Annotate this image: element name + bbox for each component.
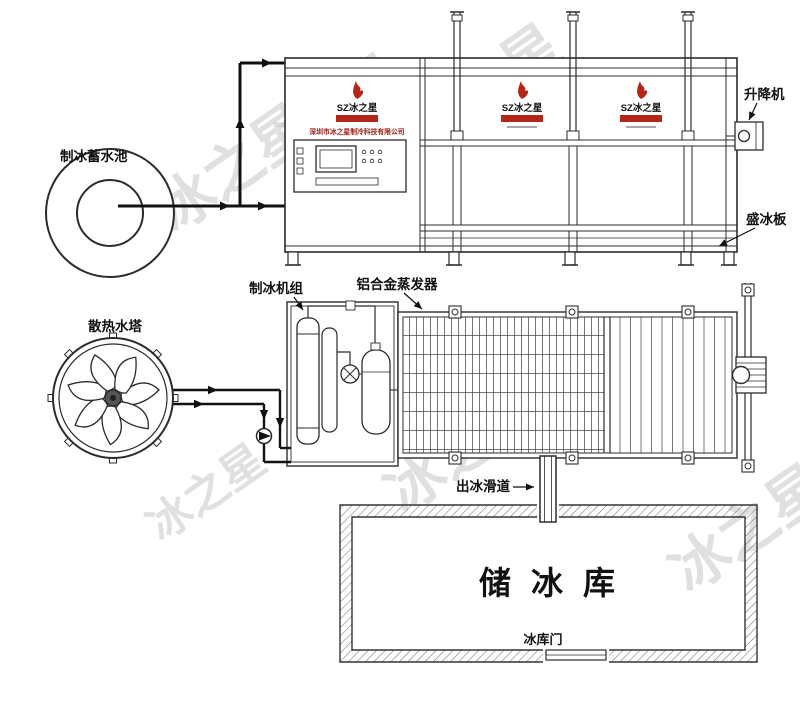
label-ice-tray: 盛冰板	[746, 211, 787, 227]
label-hoist: 升降机	[744, 86, 785, 102]
flow-arrow	[194, 399, 204, 409]
logo-red-bar	[501, 115, 543, 122]
evaporator-grid	[397, 311, 738, 459]
hoist-pulley	[737, 129, 751, 143]
logo-red-bar	[620, 115, 662, 122]
panel-indicator	[369, 149, 375, 155]
receiver-tank	[361, 342, 398, 435]
leader-hoist	[748, 102, 758, 121]
label-ice-slide: 出冰滑道	[456, 478, 510, 494]
machine-legs	[285, 251, 737, 266]
cooling-water-pipes	[172, 385, 291, 464]
label-water-pool: 制冰蓄水池	[60, 148, 128, 164]
compressor-unit	[296, 300, 376, 445]
brand-logo: SZ冰之星	[620, 81, 662, 128]
panel-indicator	[377, 158, 383, 164]
cooling-tower	[47, 332, 179, 464]
brand-logo: SZ冰之星	[501, 81, 543, 128]
leader-evaporator	[403, 292, 423, 310]
circulation-pump	[340, 364, 362, 384]
panel-indicator	[361, 149, 367, 155]
storage-walls	[339, 504, 758, 663]
panel-button	[296, 167, 304, 175]
flow-arrow	[275, 418, 285, 428]
flame-icon	[353, 81, 364, 99]
logo-tagline-line	[626, 126, 656, 128]
plan-view	[286, 283, 767, 473]
leader-ice-tray	[718, 227, 756, 247]
valve	[345, 300, 356, 311]
panel-indicator	[377, 149, 383, 155]
flow-arrow	[259, 410, 269, 420]
flame-icon	[637, 81, 648, 99]
leader-ice-machine-unit	[293, 296, 304, 311]
logo-text: SZ冰之星	[502, 102, 543, 114]
label-ice-storage: 储冰库	[479, 565, 635, 601]
company-name: 深圳市冰之星制冷科技有限公司	[309, 127, 404, 136]
flow-arrow	[208, 385, 218, 395]
ice-slide	[539, 455, 557, 523]
logo-red-bar	[336, 115, 378, 122]
watermark-text: 冰之星	[659, 452, 800, 605]
label-ice-machine-unit: 制冰机组	[249, 280, 303, 296]
control-panel	[293, 139, 407, 193]
logo-text: SZ冰之星	[621, 102, 662, 114]
logo-tagline-line	[507, 126, 537, 128]
panel-indicator	[369, 158, 375, 164]
drive-motor	[731, 356, 767, 394]
labels: 制冰蓄水池 散热水塔 制冰机组 铝合金蒸发器 升降机 盛冰板 出冰滑道	[60, 86, 787, 494]
flow-arrow	[258, 201, 268, 211]
lifting-post	[681, 11, 695, 252]
hoist-unit	[726, 121, 764, 151]
watermark-text: 冰之星	[139, 435, 275, 551]
flow-arrow	[235, 118, 245, 128]
lifting-post	[450, 11, 464, 252]
flame-icon	[518, 81, 529, 99]
label-evaporator: 铝合金蒸发器	[357, 276, 438, 292]
lifting-post	[566, 11, 580, 252]
label-cooling-tower: 散热水塔	[88, 318, 142, 334]
panel-slot	[315, 177, 379, 186]
flow-arrow	[220, 201, 230, 211]
ice-machine-front-view: SZ冰之星 深圳市冰之星制冷科技有限公司 SZ冰之星 SZ冰之星	[284, 11, 764, 266]
frame-clamps	[448, 305, 695, 465]
pool-water-pipes	[118, 58, 285, 211]
panel-button	[296, 157, 304, 165]
logo-text: SZ冰之星	[337, 102, 378, 114]
water-pump	[255, 427, 273, 445]
fan-icon	[67, 354, 160, 446]
brand-logo: SZ冰之星 深圳市冰之星制冷科技有限公司	[309, 81, 405, 136]
label-storage-door: 冰库门	[523, 632, 562, 647]
panel-button	[296, 147, 304, 155]
flow-arrow	[262, 58, 272, 68]
water-pool	[45, 148, 175, 278]
panel-indicator	[361, 158, 367, 164]
